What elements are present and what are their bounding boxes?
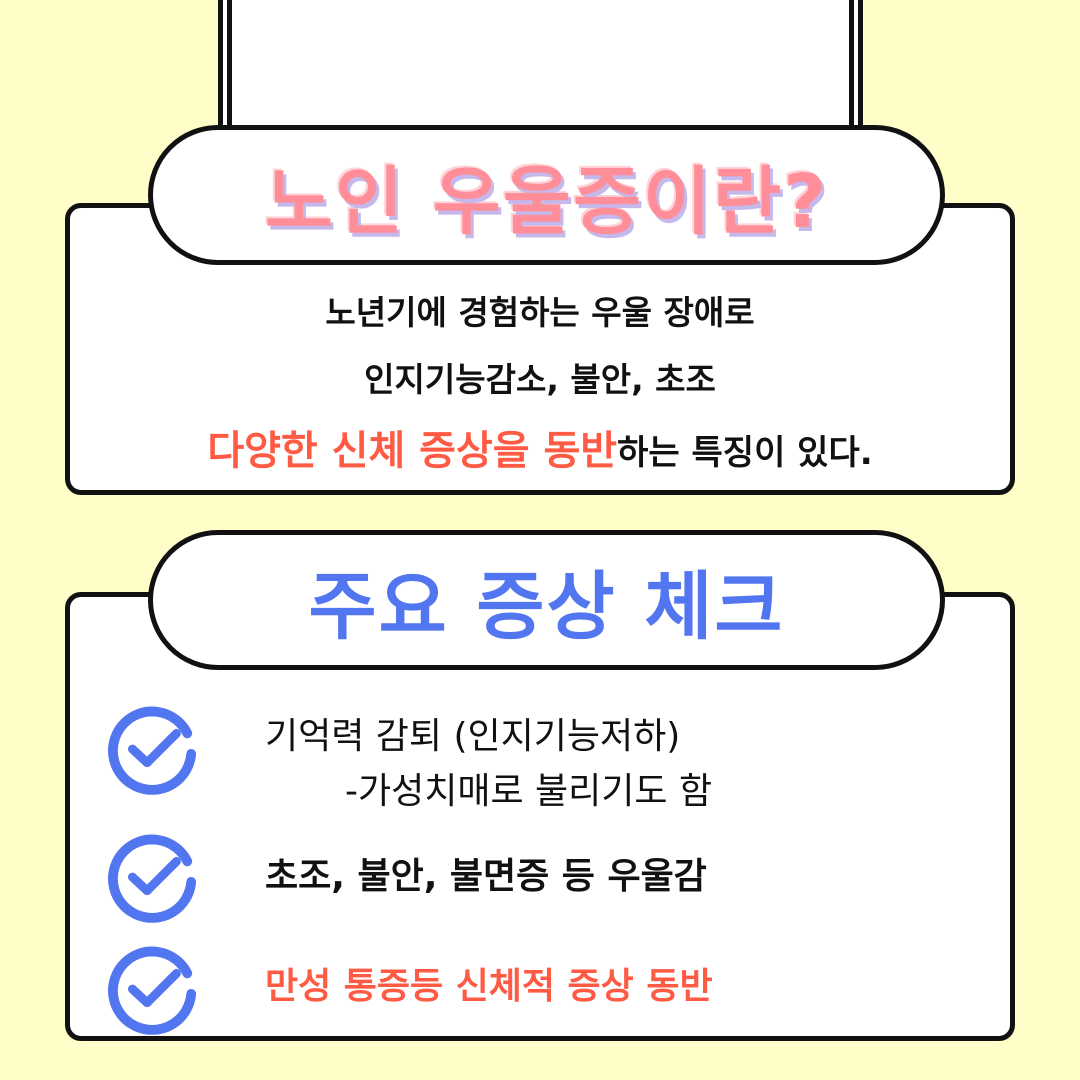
intro-heading: 노인 우울증이란? [264, 158, 829, 245]
intro-accent-text: 다양한 신체 증상을 동반 [207, 428, 618, 474]
intro-rest-text: 하는 특징이 있다. [617, 433, 873, 473]
checkmark-circle-icon [103, 940, 201, 1038]
intro-line-1: 노년기에 경험하는 우울 장애로 [325, 293, 755, 332]
checkmark-circle-icon [103, 828, 201, 926]
intro-line-2: 인지기능감소, 불안, 초조 [364, 360, 716, 399]
checkmark-circle-icon [103, 700, 201, 798]
top-frame-stand [218, 0, 863, 140]
symptom-1-line-1: 기억력 감퇴 (인지기능저하) [265, 716, 681, 757]
intro-heading-pill: 노인 우울증이란? [148, 125, 945, 265]
symptom-3-text: 만성 통증등 신체적 증상 동반 [265, 966, 713, 1007]
symptoms-heading-pill: 주요 증상 체크 [148, 530, 945, 670]
symptom-2-text: 초조, 불안, 불면증 등 우울감 [265, 856, 707, 897]
symptoms-heading: 주요 증상 체크 [308, 563, 785, 650]
intro-line-3: 다양한 신체 증상을 동반하는 특징이 있다. [70, 418, 1010, 476]
symptom-1-line-2: -가성치매로 불리기도 함 [345, 771, 713, 812]
